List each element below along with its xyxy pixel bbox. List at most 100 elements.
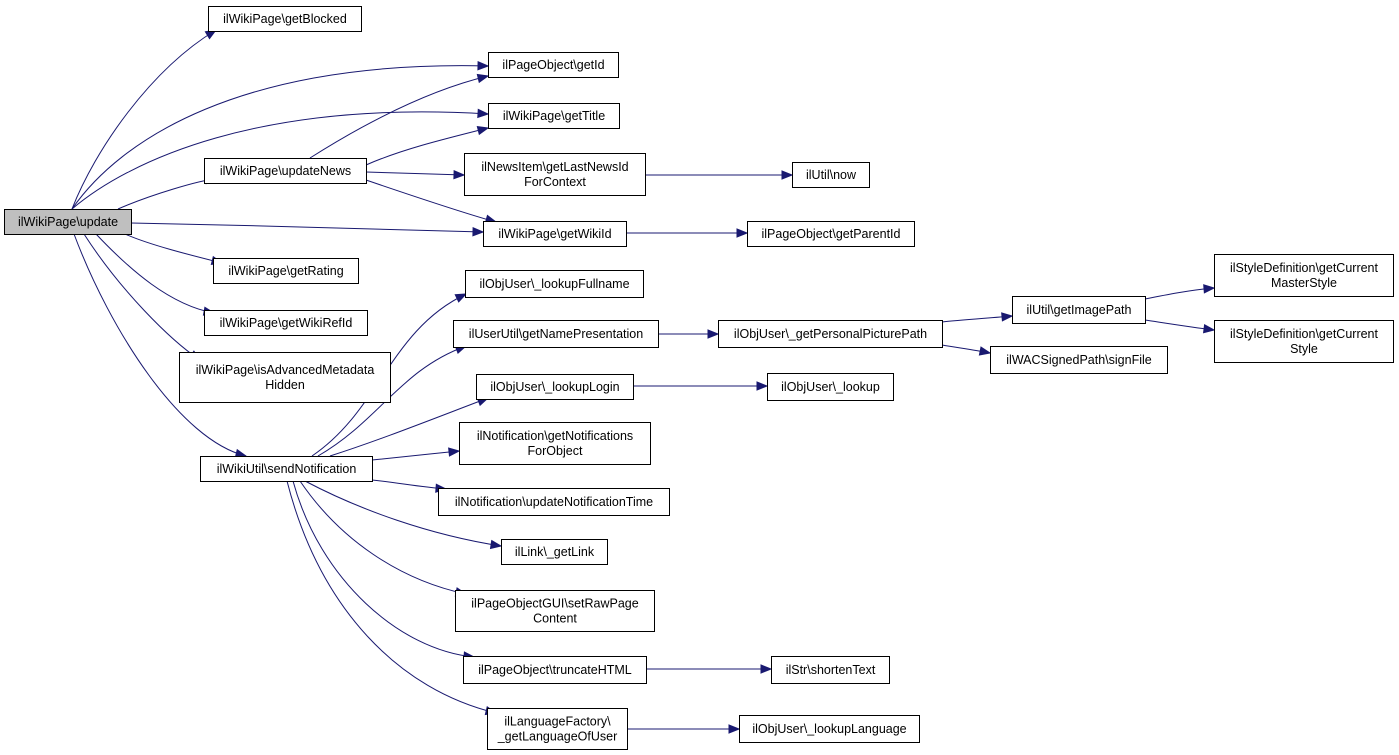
node-box — [438, 488, 670, 516]
arrowhead-icon — [760, 664, 773, 674]
nodes-layer: ilWikiPage\update ilWikiPage\getBlocked il… — [4, 6, 1394, 750]
node-box — [465, 270, 644, 298]
node-getLanguageOfUser[interactable]: ilLanguageFactory\_getLanguageOfUser — [487, 708, 628, 750]
edge-getImagePath-to-getCurrentMasterStyle — [1144, 284, 1216, 300]
arrowhead-icon — [1001, 312, 1014, 322]
node-updateNotificationTime[interactable]: ilNotification\updateNotificationTime — [438, 488, 670, 516]
node-updateNews[interactable]: ilWikiPage\updateNews — [204, 158, 367, 184]
edge-sendNotification-to-getLink — [304, 480, 503, 550]
node-lookupLogin[interactable]: ilObjUser\_lookupLogin — [476, 374, 634, 400]
edge-update-to-getTitle — [71, 108, 490, 210]
node-label: ilLanguageFactory\ — [504, 715, 611, 729]
node-box — [487, 708, 628, 750]
node-box — [1012, 296, 1146, 324]
edge-line — [365, 127, 489, 166]
arrowhead-icon — [756, 381, 769, 391]
node-sendNotification[interactable]: ilWikiUtil\sendNotification — [200, 456, 373, 482]
node-label: ilPageObjectGUI\setRawPage — [471, 597, 638, 611]
node-label: ForObject — [528, 444, 583, 458]
node-getImagePath[interactable]: ilUtil\getImagePath — [1012, 296, 1146, 324]
node-getBlocked[interactable]: ilWikiPage\getBlocked — [208, 6, 362, 32]
node-box — [488, 52, 619, 78]
edge-sendNotification-to-getNotificationsForObject — [371, 447, 461, 461]
node-label: ilNewsItem\getLastNewsId — [481, 160, 628, 174]
node-label: ilObjUser\_lookup — [781, 380, 880, 394]
node-label: ilLink\_getLink — [515, 545, 595, 559]
node-getParentId[interactable]: ilPageObject\getParentId — [747, 221, 915, 247]
node-update[interactable]: ilWikiPage\update — [4, 209, 132, 235]
node-box — [463, 656, 647, 684]
node-signFile[interactable]: ilWACSignedPath\signFile — [990, 346, 1168, 374]
node-label: ForContext — [524, 175, 586, 189]
node-shortenText[interactable]: ilStr\shortenText — [771, 656, 890, 684]
node-label: ilWikiPage\update — [18, 215, 118, 229]
edge-update-to-getId — [71, 61, 490, 210]
node-getPersonalPicturePath[interactable]: ilObjUser\_getPersonalPicturePath — [718, 320, 943, 348]
edge-line — [95, 233, 215, 314]
node-getRating[interactable]: ilWikiPage\getRating — [213, 258, 359, 284]
node-box — [213, 258, 359, 284]
arrowhead-icon — [736, 228, 749, 238]
node-getTitle[interactable]: ilWikiPage\getTitle — [488, 103, 620, 129]
node-label: ilPageObject\getId — [502, 58, 604, 72]
arrowhead-icon — [454, 293, 468, 303]
node-box — [501, 539, 608, 565]
node-label: ilWikiUtil\sendNotification — [217, 462, 357, 476]
edge-line — [71, 29, 217, 210]
node-box — [1214, 320, 1394, 363]
arrowhead-icon — [448, 447, 461, 457]
node-lookupLanguage[interactable]: ilObjUser\_lookupLanguage — [739, 715, 920, 743]
edge-updateNews-to-getId — [309, 73, 490, 159]
edge-line — [941, 315, 1013, 323]
edge-lookupLogin-to-lookup — [633, 381, 769, 391]
node-getId[interactable]: ilPageObject\getId — [488, 52, 619, 78]
node-label: ilObjUser\_getPersonalPicturePath — [734, 327, 927, 341]
node-getNamePresentation[interactable]: ilUserUtil\getNamePresentation — [453, 320, 659, 348]
node-getWikiId[interactable]: ilWikiPage\getWikiId — [483, 221, 627, 247]
arrowhead-icon — [477, 108, 490, 119]
node-lookupFullname[interactable]: ilObjUser\_lookupFullname — [465, 270, 644, 298]
edge-line — [365, 179, 497, 223]
arrowhead-icon — [453, 169, 466, 180]
node-box — [476, 374, 634, 400]
arrowhead-icon — [707, 329, 720, 339]
node-box — [208, 6, 362, 32]
node-label: ilWikiPage\getWikiRefId — [220, 316, 353, 330]
node-box — [792, 162, 870, 188]
node-getLink[interactable]: ilLink\_getLink — [501, 539, 608, 565]
node-now[interactable]: ilUtil\now — [792, 162, 870, 188]
node-truncateHTML[interactable]: ilPageObject\truncateHTML — [463, 656, 647, 684]
node-box — [453, 320, 659, 348]
node-label: ilWikiPage\getBlocked — [223, 12, 347, 26]
node-label: ilPageObject\getParentId — [762, 227, 901, 241]
node-box — [488, 103, 620, 129]
edge-line — [130, 222, 484, 233]
edge-line — [71, 111, 489, 210]
node-label: ilUserUtil\getNamePresentation — [469, 327, 643, 341]
edge-getNamePresentation-to-getPersonalPicturePath — [658, 329, 720, 339]
node-label: ilPageObject\truncateHTML — [478, 663, 632, 677]
node-label: ilObjUser\_lookupFullname — [479, 277, 629, 291]
edge-line — [329, 397, 489, 457]
node-label: ilNotification\updateNotificationTime — [455, 495, 653, 509]
node-lookup[interactable]: ilObjUser\_lookup — [767, 373, 894, 401]
node-label: Content — [533, 612, 577, 626]
arrowhead-icon — [489, 539, 503, 550]
node-label: ilStr\shortenText — [786, 663, 876, 677]
node-label: Hidden — [265, 378, 305, 392]
edge-line — [299, 480, 467, 595]
node-box — [747, 221, 915, 247]
node-box — [771, 656, 890, 684]
arrowhead-icon — [1202, 323, 1216, 334]
edge-update-to-getRating — [124, 233, 224, 266]
edge-line — [124, 233, 223, 264]
edge-line — [371, 479, 447, 490]
node-getWikiRefId[interactable]: ilWikiPage\getWikiRefId — [204, 310, 368, 336]
